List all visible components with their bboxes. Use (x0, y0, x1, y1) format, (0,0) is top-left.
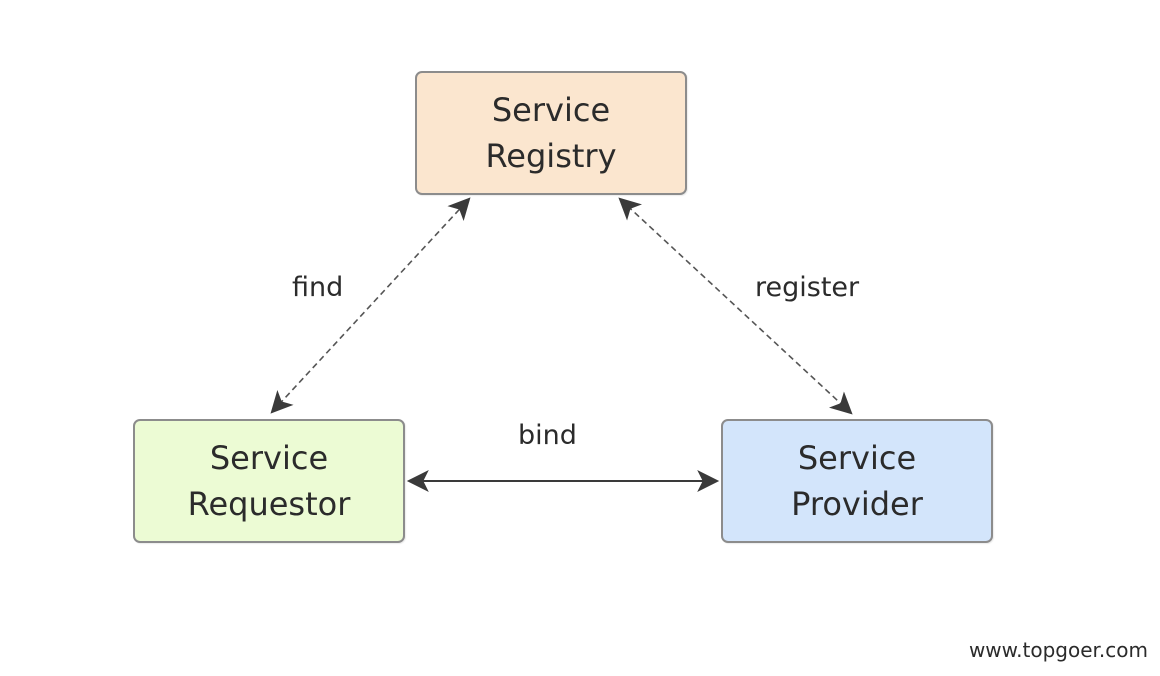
service-requestor-line1: Service (209, 439, 329, 477)
service-provider-line2: Provider (791, 485, 923, 523)
service-registry-line2: Registry (485, 137, 617, 175)
service-requestor-node: Service Requestor (133, 419, 405, 543)
watermark-text: www.topgoer.com (968, 638, 1148, 662)
register-label: register (755, 272, 860, 303)
service-registry-line1: Service (491, 91, 611, 129)
service-provider-line1: Service (797, 439, 917, 477)
service-provider-node: Service Provider (721, 419, 993, 543)
bind-label: bind (518, 420, 577, 451)
service-requestor-line2: Requestor (187, 485, 351, 523)
find-connector (270, 197, 471, 414)
service-registry-node: Service Registry (415, 71, 687, 195)
find-label: find (292, 272, 344, 303)
register-connector (618, 197, 853, 415)
